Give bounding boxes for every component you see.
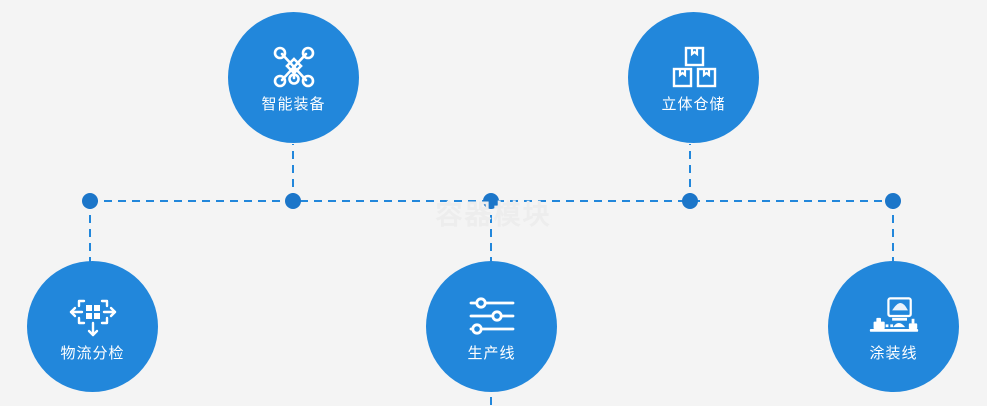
junction-dot-center	[483, 193, 499, 209]
junction-dot-stereo-warehouse	[682, 193, 698, 209]
sliders-icon	[466, 292, 518, 340]
junction-dot-logistics-sorting	[82, 193, 98, 209]
stacked-boxes-icon	[668, 43, 720, 91]
junction-dot-coating-line	[885, 193, 901, 209]
node-label: 立体仓储	[661, 96, 726, 113]
node-stereo-warehouse[interactable]: 立体仓储	[628, 12, 759, 143]
node-coating-line[interactable]: 涂装线	[828, 261, 959, 392]
junction-dot-smart-equipment	[285, 193, 301, 209]
sorting-arrows-icon	[67, 292, 119, 340]
node-production-line[interactable]: 生产线	[426, 261, 557, 392]
paint-workstation-icon	[868, 292, 920, 340]
node-label: 生产线	[467, 345, 516, 362]
network-nodes-icon	[268, 43, 320, 91]
node-label: 涂装线	[869, 345, 918, 362]
node-logistics-sorting[interactable]: 物流分检	[27, 261, 158, 392]
node-smart-equipment[interactable]: 智能装备	[228, 12, 359, 143]
node-label: 智能装备	[261, 96, 326, 113]
node-label: 物流分检	[60, 345, 125, 362]
